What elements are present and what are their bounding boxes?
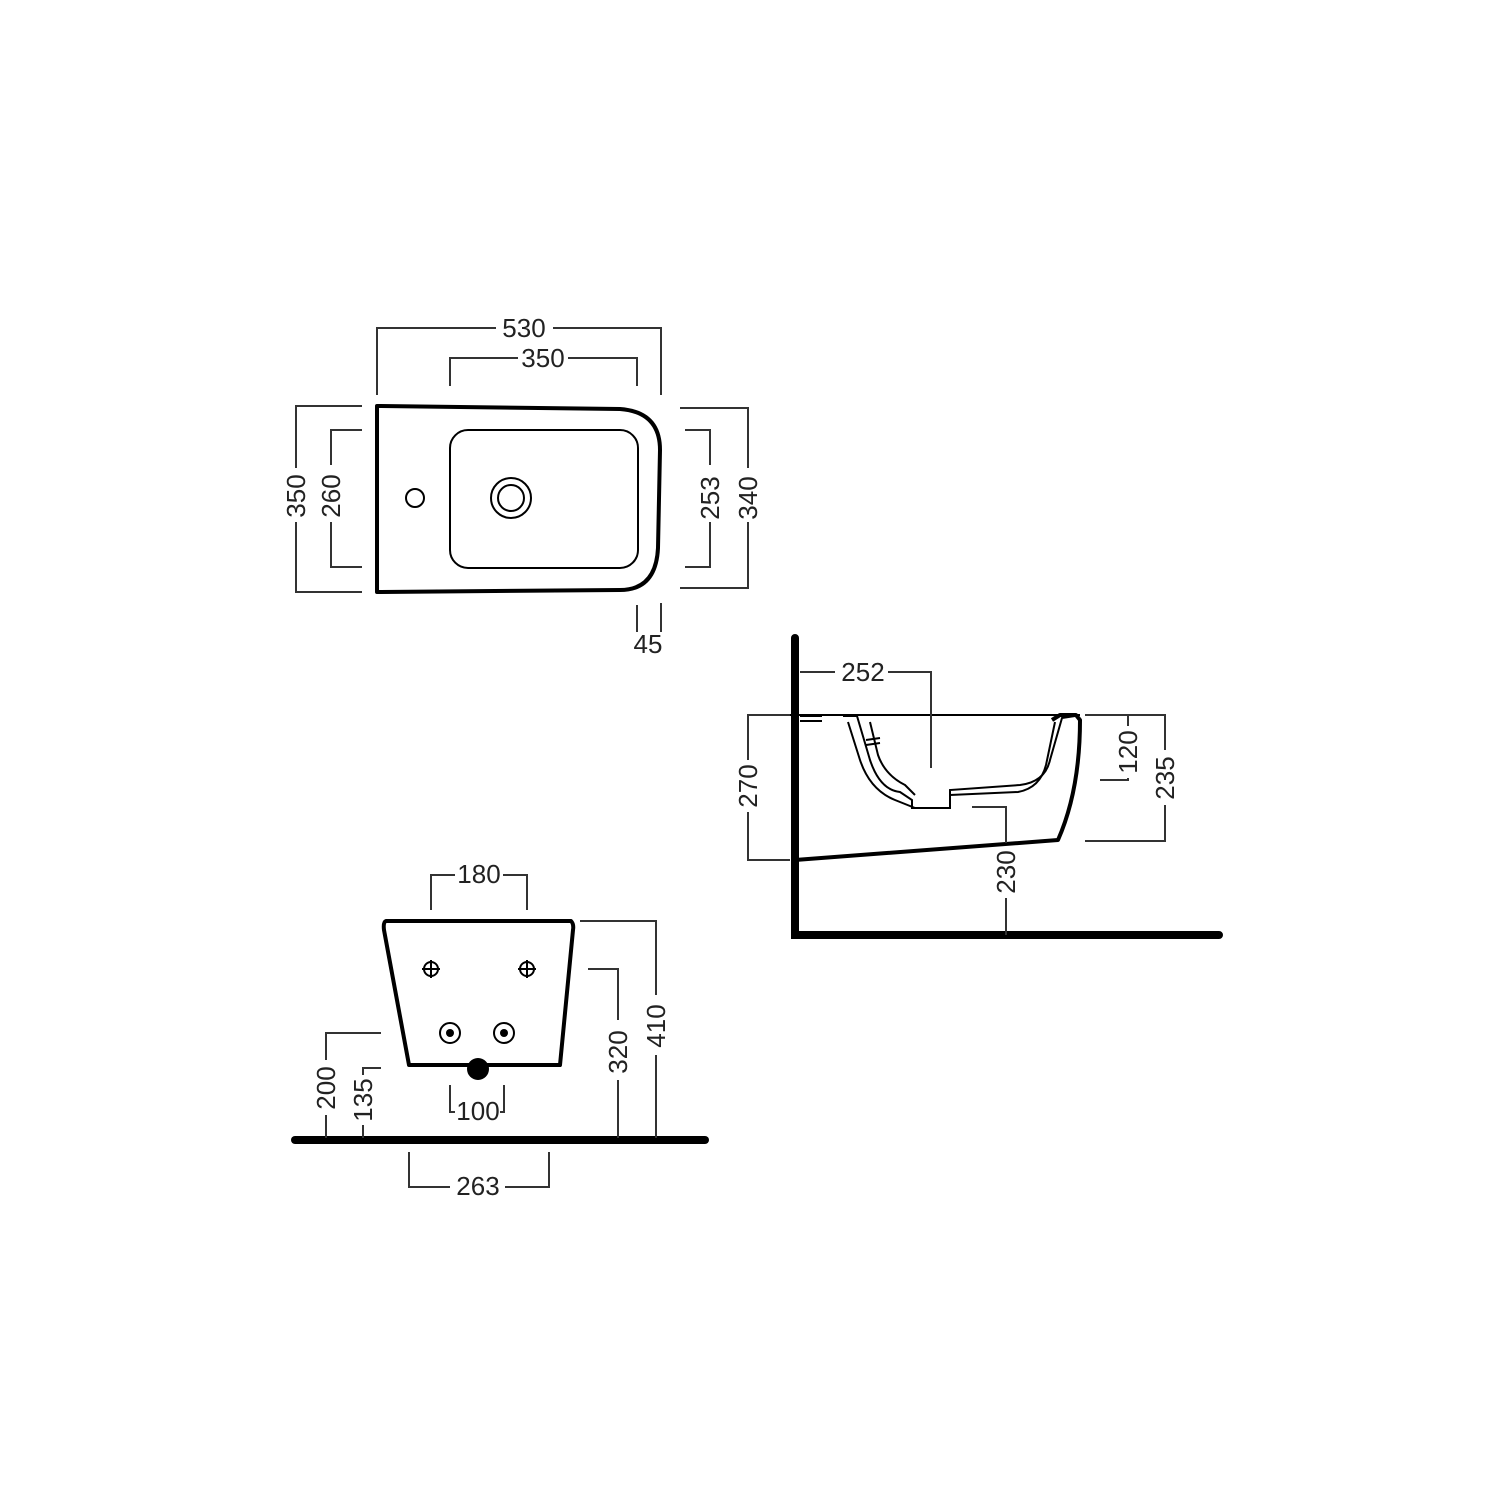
fixing-hole-left-icon [422,960,440,978]
inlet-right-icon [493,1022,515,1044]
dim-side-270: 270 [733,764,763,807]
dim-top-350-left: 350 [281,474,311,517]
top-view [295,327,749,632]
dim-rear-200: 200 [311,1066,341,1109]
side-view [747,634,1223,939]
top-view-bowl [449,429,639,569]
dim-top-45: 45 [634,629,663,659]
dim-top-253-right: 253 [695,476,725,519]
rear-view-outline [381,919,576,1067]
dim-rear-410: 410 [641,1004,671,1047]
dim-top-350: 350 [521,343,564,373]
dim-rear-180: 180 [457,859,500,889]
dim-rear-263: 263 [456,1171,499,1201]
dim-rear-320: 320 [603,1030,633,1073]
dim-top-530: 530 [502,313,545,343]
wall-line [791,634,1223,939]
rear-view [291,874,709,1188]
side-view-body [794,713,1082,862]
waste-outlet-icon [467,1058,489,1080]
dim-rear-135: 135 [348,1078,378,1121]
side-view-bowl [843,715,1076,809]
drain-inner-icon [497,484,525,512]
drain-outer-icon [490,477,532,519]
dim-side-230: 230 [991,850,1021,893]
dim-side-235: 235 [1150,756,1180,799]
dim-side-252: 252 [841,657,884,687]
dim-rear-100: 100 [456,1096,499,1126]
dim-top-340-right: 340 [733,476,763,519]
dim-top-260-left: 260 [316,474,346,517]
top-view-outline [375,404,662,594]
dim-side-120: 120 [1113,730,1143,773]
tap-hole-icon [405,488,425,508]
inlet-left-icon [439,1022,461,1044]
fixing-hole-right-icon [518,960,536,978]
